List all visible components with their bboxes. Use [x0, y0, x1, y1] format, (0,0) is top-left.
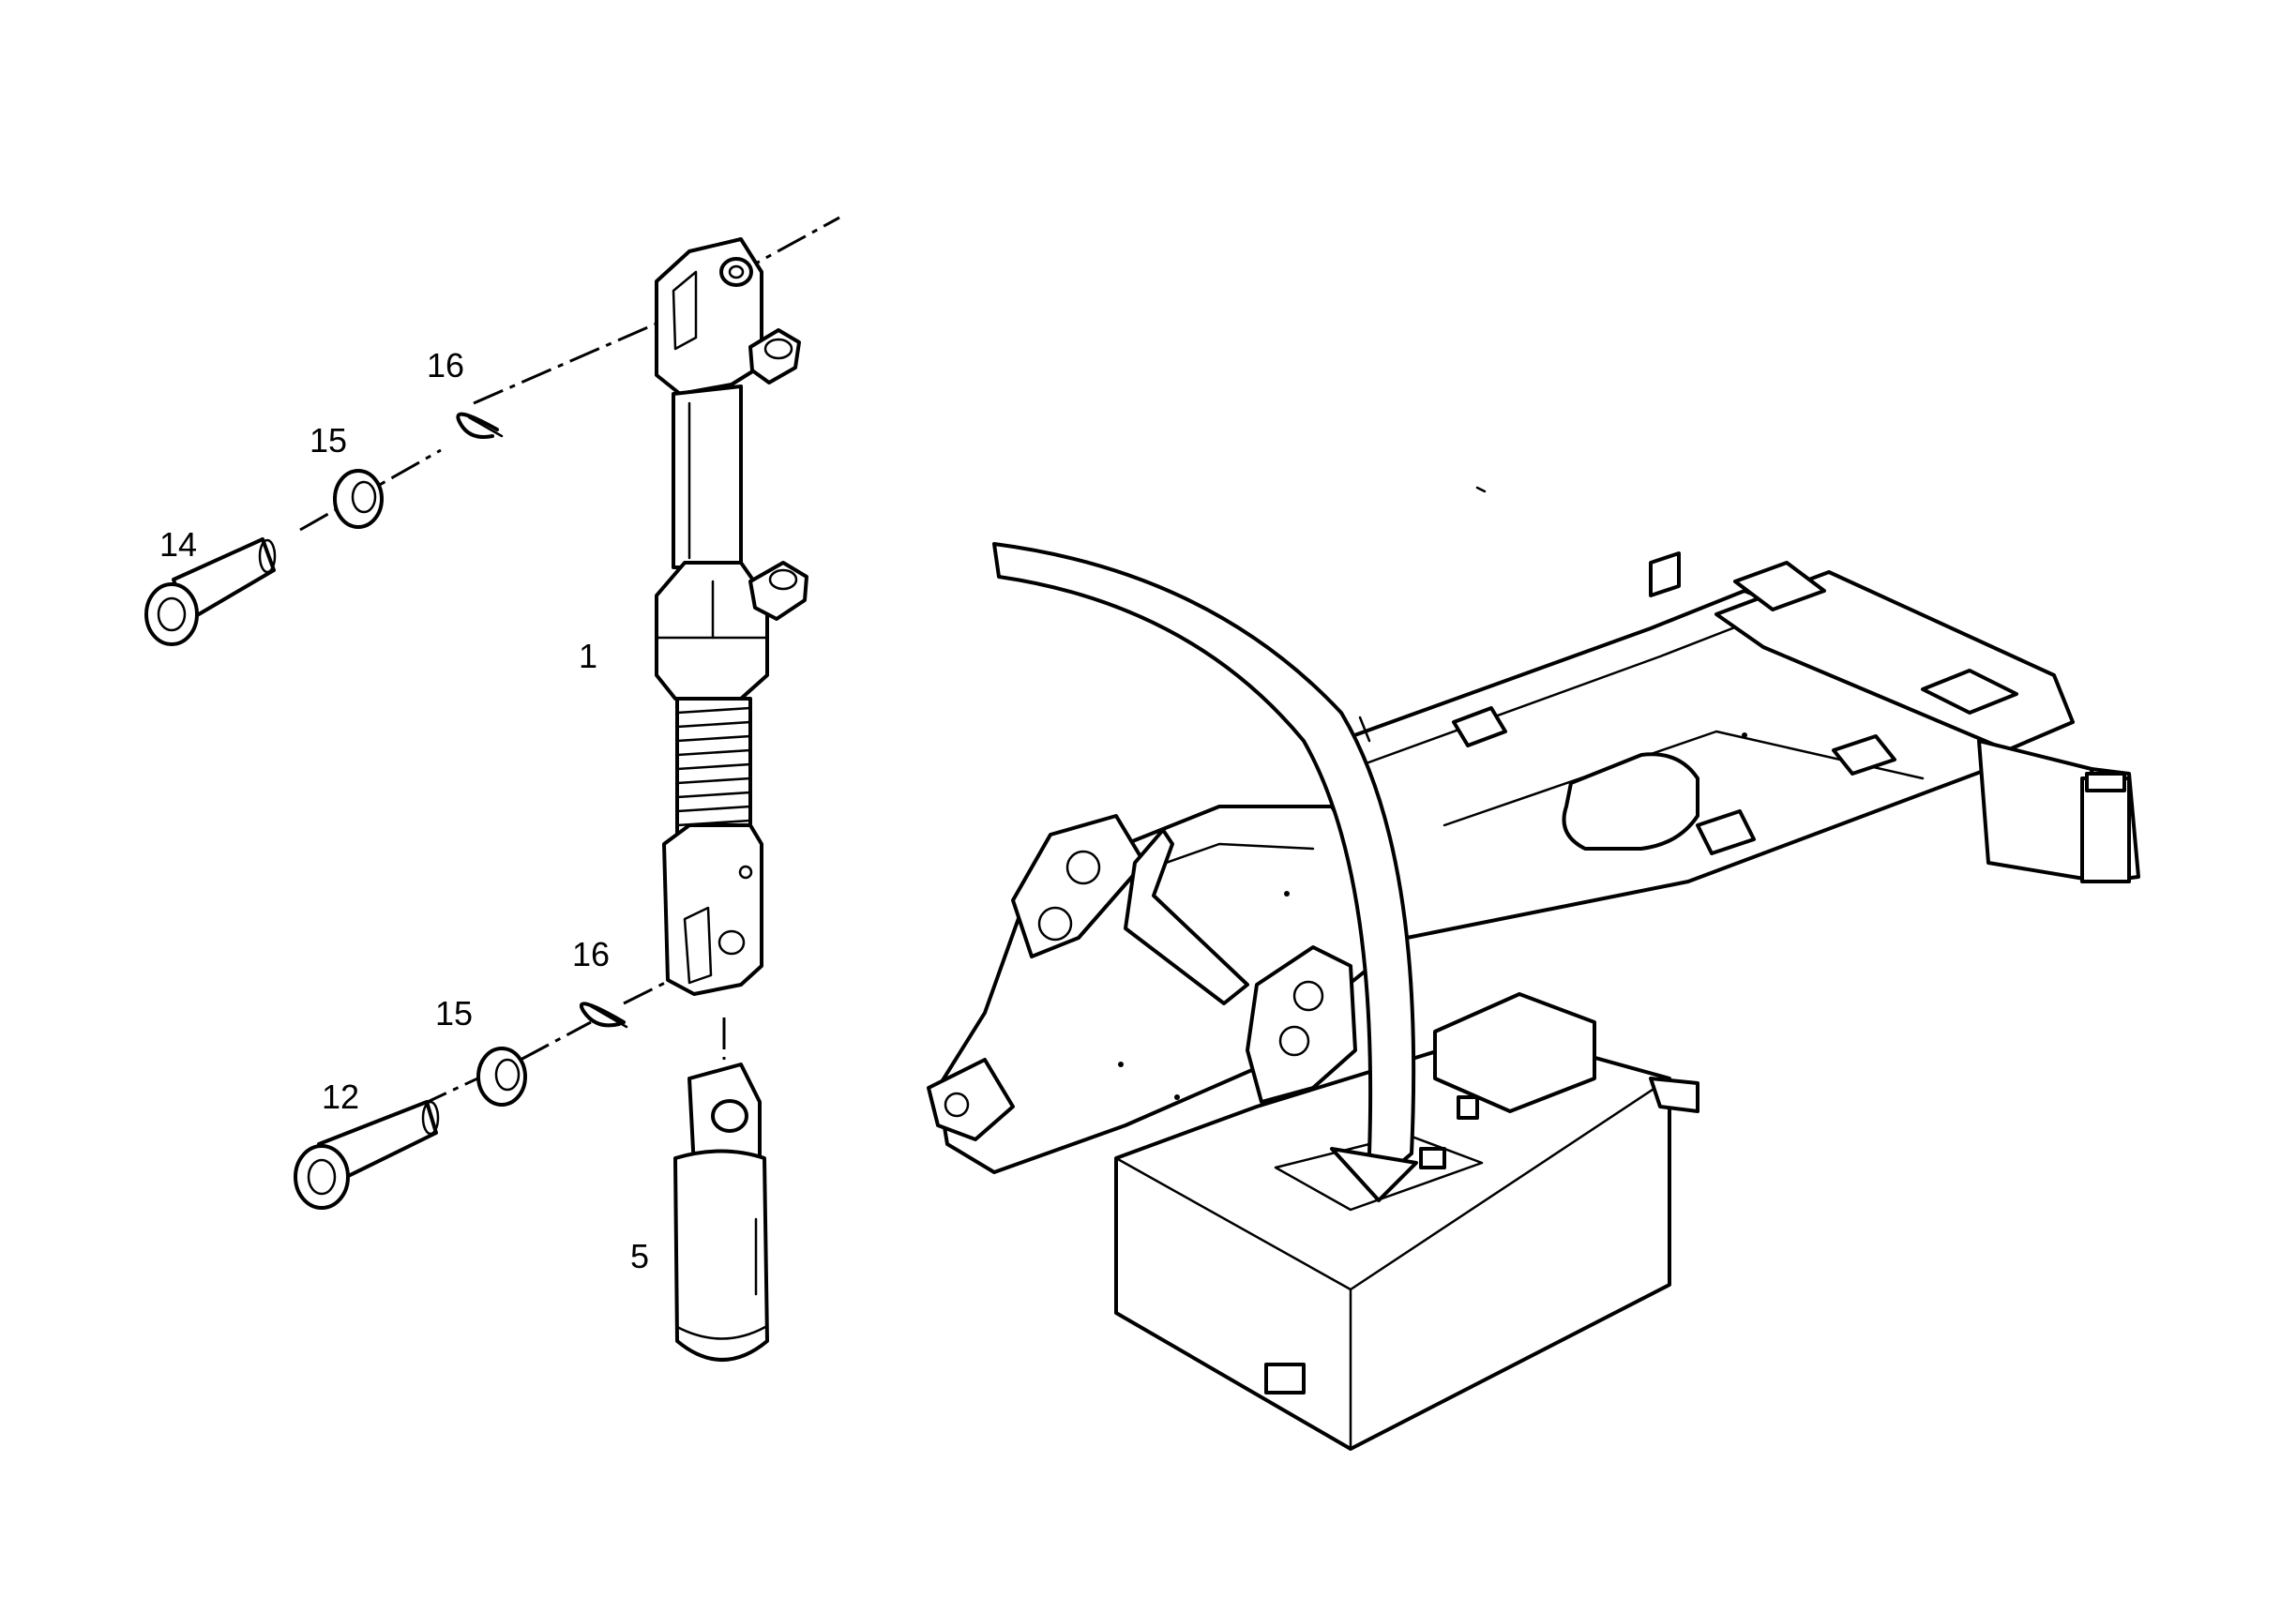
callout-labels: 16 15 14 1 16 15 12 5 [159, 346, 649, 1275]
adjustable-link-part [655, 237, 808, 996]
thread-lines [675, 706, 752, 827]
pin-part-lower [294, 1100, 440, 1210]
cylinder-part [673, 1063, 769, 1362]
callout-15-lower: 15 [435, 994, 473, 1033]
callout-16-upper: 16 [427, 346, 464, 384]
callout-14: 14 [159, 525, 197, 564]
callout-15-upper: 15 [310, 421, 347, 460]
callout-5: 5 [630, 1237, 649, 1275]
pin-part-upper [144, 537, 277, 646]
callout-12: 12 [322, 1078, 359, 1116]
washer-part-upper [333, 469, 384, 529]
callout-1: 1 [579, 637, 597, 675]
spring-clip-part-upper [456, 412, 504, 439]
washer-part-lower [476, 1047, 527, 1107]
callout-16-lower: 16 [572, 935, 610, 973]
spring-clip-part-lower [579, 1002, 628, 1029]
machine-frame-illustration [927, 486, 2140, 1451]
